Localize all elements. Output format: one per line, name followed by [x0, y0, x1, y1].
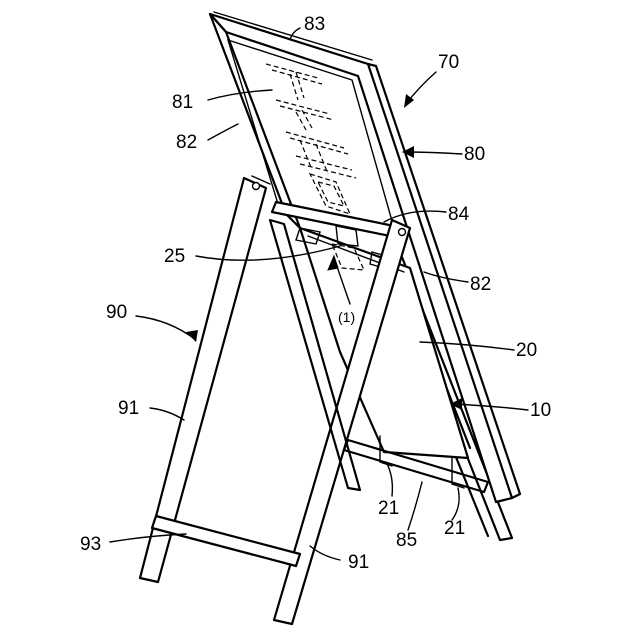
- label-70: 70: [438, 52, 459, 73]
- label-91-upper: 91: [118, 398, 139, 419]
- label-83: 83: [304, 14, 325, 35]
- label-90: 90: [106, 302, 127, 323]
- label-82-lower: 82: [470, 274, 491, 295]
- label-21-left: 21: [378, 498, 399, 519]
- label-25: 25: [164, 246, 185, 267]
- label-10: 10: [530, 400, 551, 421]
- label-1: (1): [338, 309, 355, 325]
- label-80: 80: [464, 144, 485, 165]
- label-93: 93: [80, 534, 101, 555]
- label-85: 85: [396, 530, 417, 551]
- label-81: 81: [172, 92, 193, 113]
- label-84: 84: [448, 204, 470, 225]
- label-91-lower: 91: [348, 552, 369, 573]
- label-82-upper: 82: [176, 132, 197, 153]
- label-21-right: 21: [444, 518, 465, 539]
- label-20: 20: [516, 340, 537, 361]
